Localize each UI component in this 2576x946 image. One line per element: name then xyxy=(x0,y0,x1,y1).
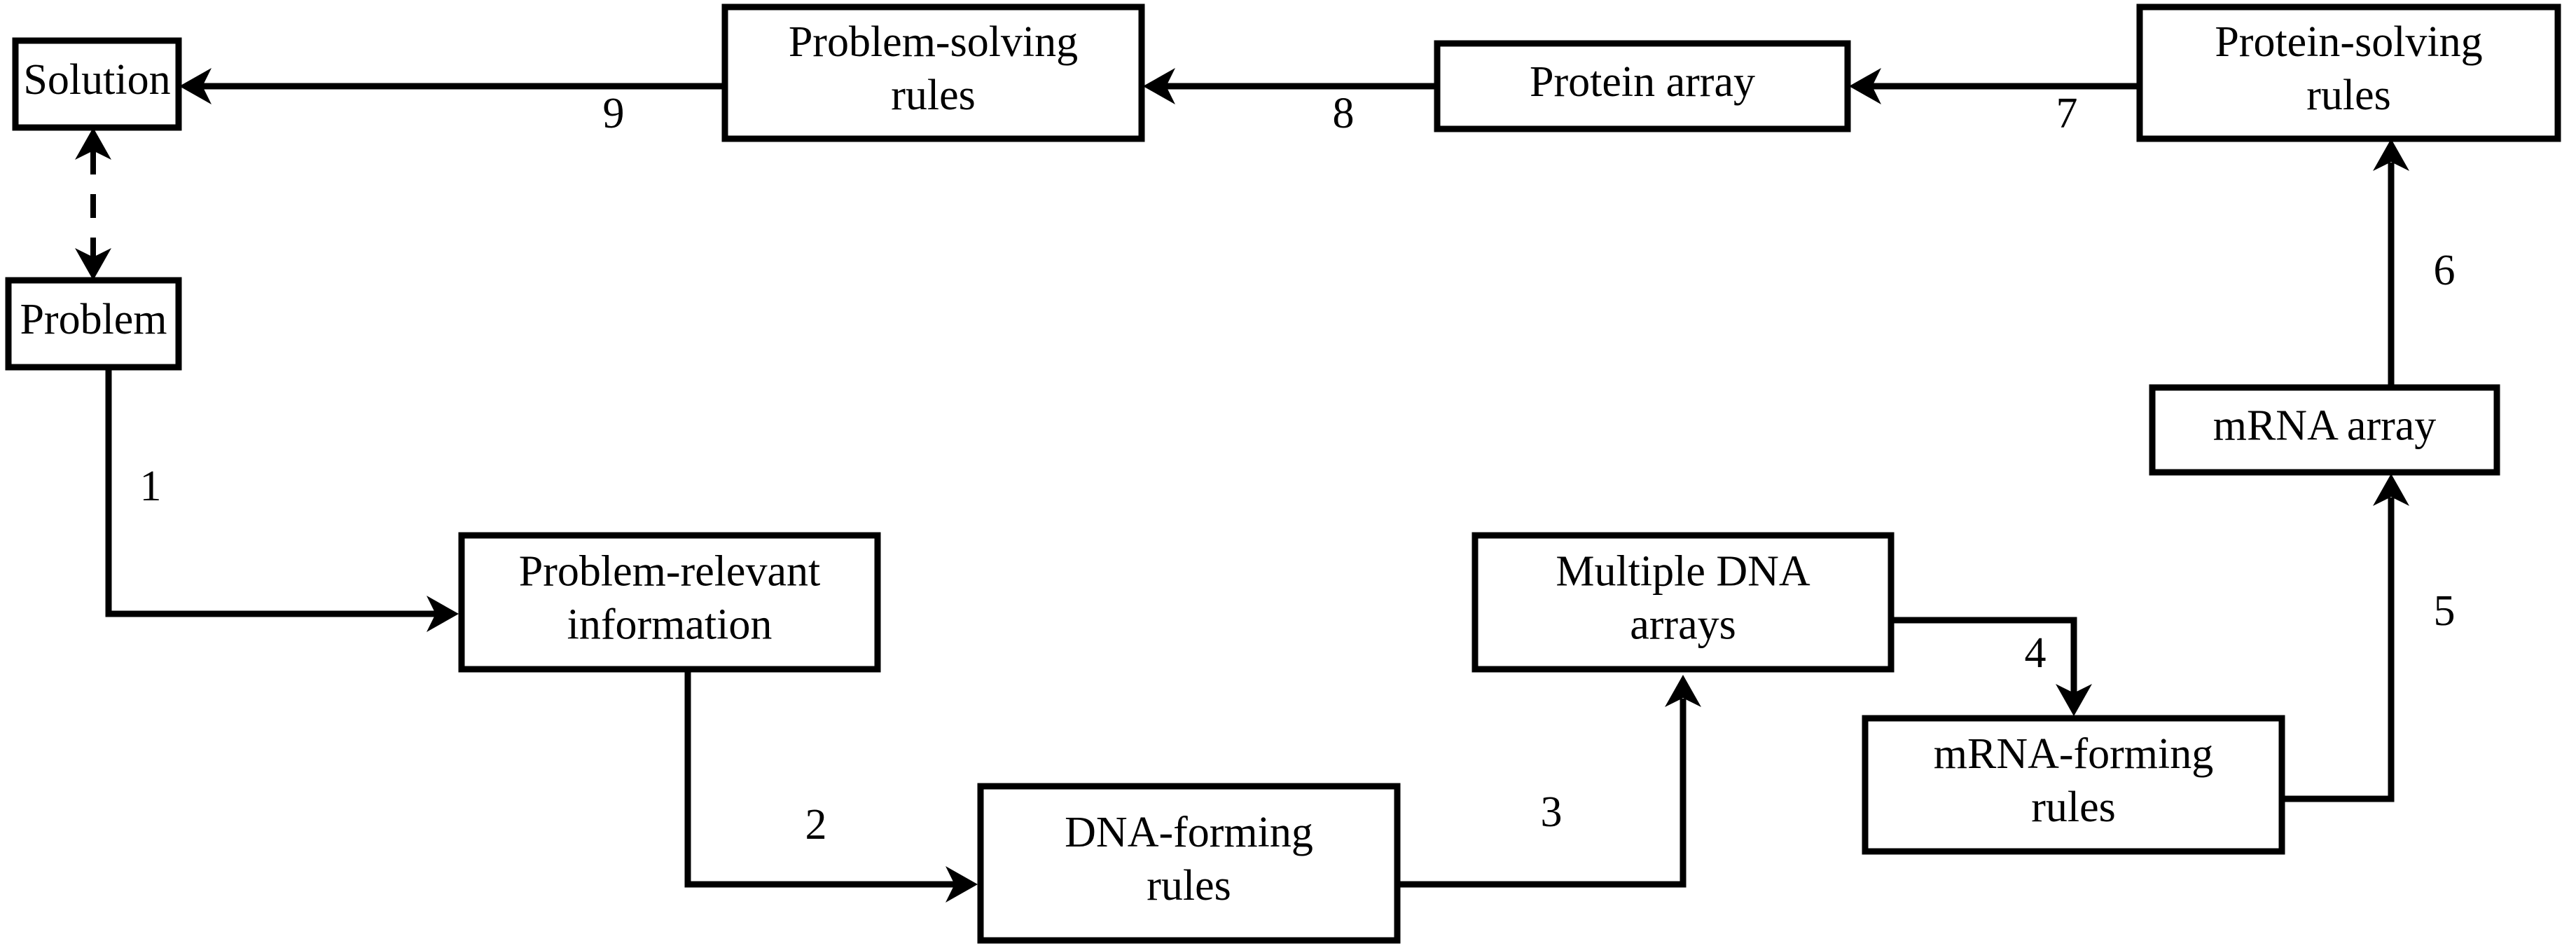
node-label-multiple_dna-line2: arrays xyxy=(1630,601,1736,649)
node-multiple_dna[interactable]: Multiple DNA arrays xyxy=(1471,532,1895,673)
node-label-multiple_dna-line1: Multiple DNA xyxy=(1556,548,1810,596)
nodes-layer: Solution Problem-solving rules Protein arra… xyxy=(5,4,2561,944)
node-box[interactable] xyxy=(458,532,881,673)
arrowhead-icon xyxy=(2056,684,2092,716)
arrowhead-icon xyxy=(75,128,111,160)
edges-layer xyxy=(75,68,2409,903)
edge-label-4: 4 xyxy=(2025,629,2047,677)
node-label-protein_array-line1: Protein array xyxy=(1530,58,1755,106)
edge-label-3: 3 xyxy=(1541,788,1563,836)
node-solution[interactable]: Solution xyxy=(12,37,182,131)
arrowhead-icon xyxy=(946,866,978,903)
edge-path xyxy=(105,367,438,617)
node-label-problem_rel-line1: Problem-relevant xyxy=(519,548,820,596)
node-label-problem_solving-line2: rules xyxy=(891,71,976,119)
node-box[interactable] xyxy=(2136,4,2561,142)
edge-e8-label-8 xyxy=(1143,68,1437,104)
node-protein_solving[interactable]: Protein-solving rules xyxy=(2136,4,2561,142)
node-label-problem_solving-line1: Problem-solving xyxy=(789,18,1078,66)
node-box[interactable] xyxy=(12,37,182,131)
edge-path xyxy=(1891,617,2077,696)
node-label-dna_forming-line2: rules xyxy=(1147,862,1231,910)
edge-e5-label-5 xyxy=(2282,474,2409,802)
edge-e1-label-1 xyxy=(105,367,459,632)
edge-label-9: 9 xyxy=(603,90,625,137)
node-box[interactable] xyxy=(977,783,1401,944)
node-label-solution-line1: Solution xyxy=(23,56,170,104)
node-box[interactable] xyxy=(5,277,182,371)
arrowhead-icon xyxy=(179,68,212,104)
edge-label-2: 2 xyxy=(805,801,827,849)
arrowhead-icon xyxy=(2373,474,2409,506)
edge-label-1: 1 xyxy=(140,462,162,510)
arrowhead-icon xyxy=(427,596,459,632)
node-label-mrna_forming-line2: rules xyxy=(2031,783,2116,831)
node-problem[interactable]: Problem xyxy=(5,277,182,371)
edge-labels-layer: 1 2 3 4 5 6 7 8 9 xyxy=(140,90,2456,849)
edge-path xyxy=(1397,699,1687,888)
node-label-mrna_forming-line1: mRNA-forming xyxy=(1934,730,2214,778)
node-label-problem-line1: Problem xyxy=(20,296,167,343)
edge-label-8: 8 xyxy=(1333,90,1355,137)
arrowhead-icon xyxy=(2373,139,2409,171)
arrowhead-icon xyxy=(1665,675,1701,707)
node-label-protein_solving-line2: rules xyxy=(2306,71,2391,119)
node-problem_solving[interactable]: Problem-solving rules xyxy=(721,4,1145,142)
edge-e2-label-2 xyxy=(684,669,978,903)
node-protein_array[interactable]: Protein array xyxy=(1434,40,1851,132)
node-box[interactable] xyxy=(1862,715,2285,855)
node-problem_rel[interactable]: Problem-relevant information xyxy=(458,532,881,673)
arrowhead-icon xyxy=(1143,68,1175,104)
edge-path xyxy=(2282,498,2395,802)
edge-e7-label-7 xyxy=(1849,68,2140,104)
node-box[interactable] xyxy=(1471,532,1895,673)
node-label-protein_solving-line1: Protein-solving xyxy=(2215,18,2482,66)
arrowhead-icon xyxy=(75,248,111,280)
node-label-dna_forming-line1: DNA-forming xyxy=(1065,809,1313,856)
edge-e9-label-9 xyxy=(179,68,725,104)
node-mrna_array[interactable]: mRNA array xyxy=(2149,384,2500,476)
edge-path xyxy=(684,669,957,888)
edge-e4-label-4 xyxy=(1891,617,2092,716)
edge-label-6: 6 xyxy=(2434,247,2456,294)
node-box[interactable] xyxy=(721,4,1145,142)
edge-e6-label-6 xyxy=(2373,139,2409,388)
node-label-mrna_array-line1: mRNA array xyxy=(2213,402,2437,450)
edge-label-7: 7 xyxy=(2056,90,2078,137)
node-dna_forming[interactable]: DNA-forming rules xyxy=(977,783,1401,944)
edge-label-5: 5 xyxy=(2434,587,2456,635)
arrowhead-icon xyxy=(1849,68,1881,104)
edge-e3-label-3 xyxy=(1397,675,1701,888)
edge-e_dashed xyxy=(75,128,111,280)
node-box[interactable] xyxy=(2149,384,2500,476)
node-label-problem_rel-line2: information xyxy=(567,601,773,649)
node-box[interactable] xyxy=(1434,40,1851,132)
node-mrna_forming[interactable]: mRNA-forming rules xyxy=(1862,715,2285,855)
